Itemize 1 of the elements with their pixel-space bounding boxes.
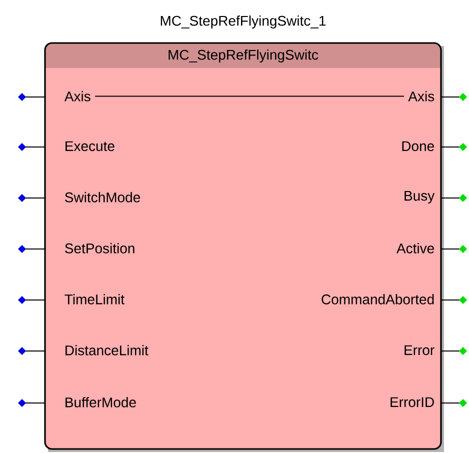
instance-name: MC_StepRefFlyingSwitc_1	[160, 15, 326, 29]
